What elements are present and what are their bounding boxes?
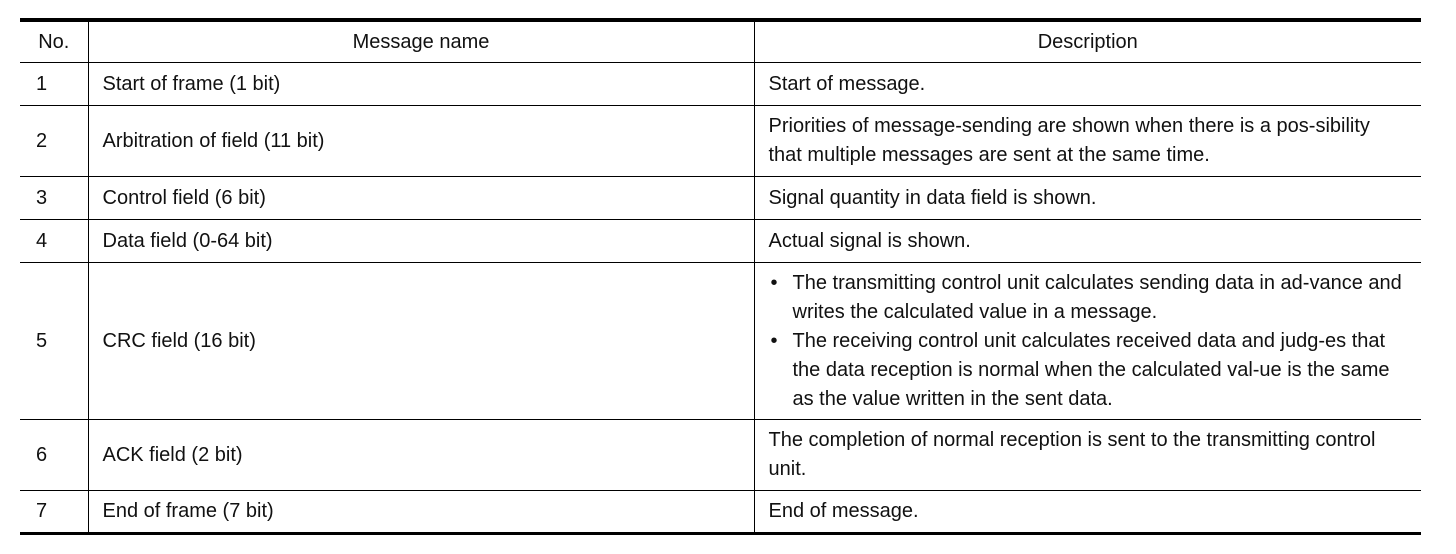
table-row: 2 Arbitration of field (11 bit) Prioriti… — [20, 105, 1421, 177]
row-no: 2 — [20, 105, 89, 177]
row-message-name: CRC field (16 bit) — [87, 262, 755, 420]
header-no: No. — [20, 19, 89, 63]
table-header-row: No. Message name Description — [20, 19, 1421, 63]
row-description: Actual signal is shown. — [753, 219, 1421, 263]
table-row: 5 CRC field (16 bit) The transmitting co… — [20, 262, 1421, 420]
bullet-item: The receiving control unit calculates re… — [769, 327, 1408, 414]
row-description: Signal quantity in data field is shown. — [753, 176, 1421, 220]
row-no: 4 — [20, 219, 89, 263]
description-bullet-list: The transmitting control unit calculates… — [769, 269, 1408, 414]
row-description: Start of message. — [753, 62, 1421, 106]
header-message-name: Message name — [87, 19, 755, 63]
row-no: 5 — [20, 262, 89, 420]
row-message-name: Start of frame (1 bit) — [87, 62, 755, 106]
table-row: 4 Data field (0-64 bit) Actual signal is… — [20, 219, 1421, 263]
table-row: 6 ACK field (2 bit) The completion of no… — [20, 419, 1421, 491]
row-description: Priorities of message-sending are shown … — [753, 105, 1421, 177]
table-row: 3 Control field (6 bit) Signal quantity … — [20, 176, 1421, 220]
row-message-name: ACK field (2 bit) — [87, 419, 755, 491]
row-message-name: Control field (6 bit) — [87, 176, 755, 220]
table-row: 7 End of frame (7 bit) End of message. — [20, 490, 1421, 534]
table-row: 1 Start of frame (1 bit) Start of messag… — [20, 62, 1421, 106]
row-description: The transmitting control unit calculates… — [753, 262, 1421, 420]
row-no: 7 — [20, 490, 89, 534]
header-description: Description — [753, 19, 1421, 63]
bullet-item: The transmitting control unit calculates… — [769, 269, 1408, 327]
row-no: 6 — [20, 419, 89, 491]
can-message-table: No. Message name Description 1 Start of … — [20, 18, 1421, 535]
row-description: End of message. — [753, 490, 1421, 534]
row-no: 1 — [20, 62, 89, 106]
row-message-name: Arbitration of field (11 bit) — [87, 105, 755, 177]
row-message-name: End of frame (7 bit) — [87, 490, 755, 534]
row-message-name: Data field (0-64 bit) — [87, 219, 755, 263]
row-no: 3 — [20, 176, 89, 220]
row-description: The completion of normal reception is se… — [753, 419, 1421, 491]
